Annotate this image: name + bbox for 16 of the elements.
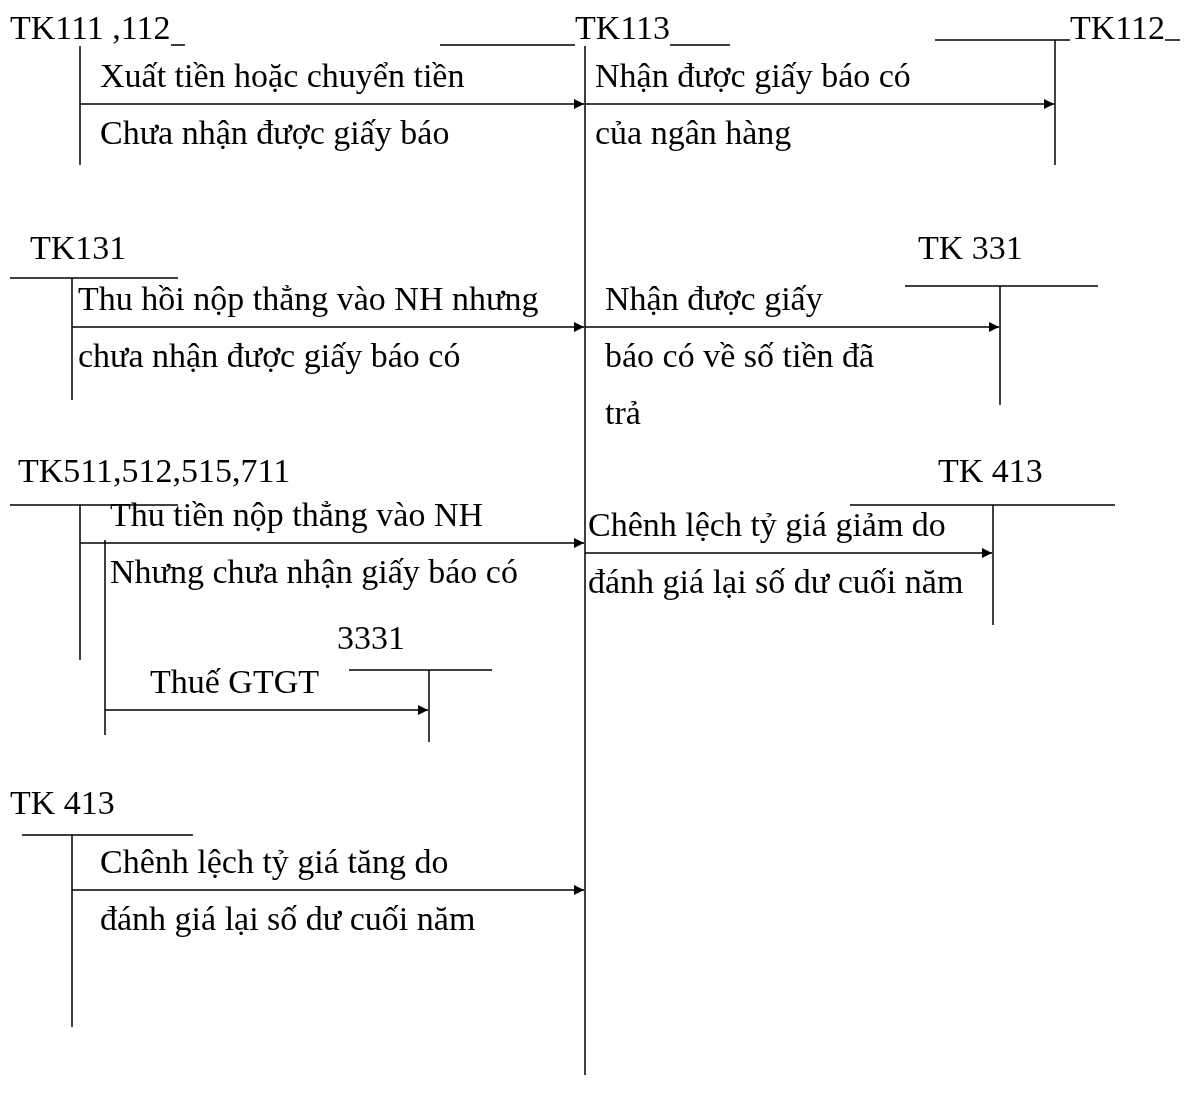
edge-label: Nhận được giấy báo có về số tiền đã trả bbox=[605, 279, 875, 433]
arrow bbox=[584, 99, 1055, 109]
arrow bbox=[71, 885, 585, 895]
edge-label: Nhận được giấy báo có của ngân hàng bbox=[595, 56, 912, 153]
edge-label: Thu hồi nộp thẳng vào NH nhưng chưa nhận được giấy báo có bbox=[78, 279, 540, 376]
arrow bbox=[584, 322, 1000, 332]
arrow bbox=[104, 705, 429, 715]
arrow bbox=[79, 538, 585, 548]
edge-label: Chênh lệch tỷ giá tăng do đánh giá lại số dư cuối năm bbox=[100, 842, 477, 939]
arrow bbox=[79, 99, 585, 109]
edge-label: Chênh lệch tỷ giá giảm do đánh giá lại số dư cuối năm bbox=[588, 505, 965, 602]
edge-label: Thu tiền nộp thẳng vào NH Nhưng chưa nhận giấy báo có bbox=[110, 495, 519, 592]
arrow bbox=[71, 322, 585, 332]
edge-label: Thuế GTGT bbox=[150, 662, 320, 702]
arrow bbox=[584, 548, 993, 558]
edge-label: Xuất tiền hoặc chuyển tiền Chưa nhận được giấy báo bbox=[100, 56, 466, 153]
